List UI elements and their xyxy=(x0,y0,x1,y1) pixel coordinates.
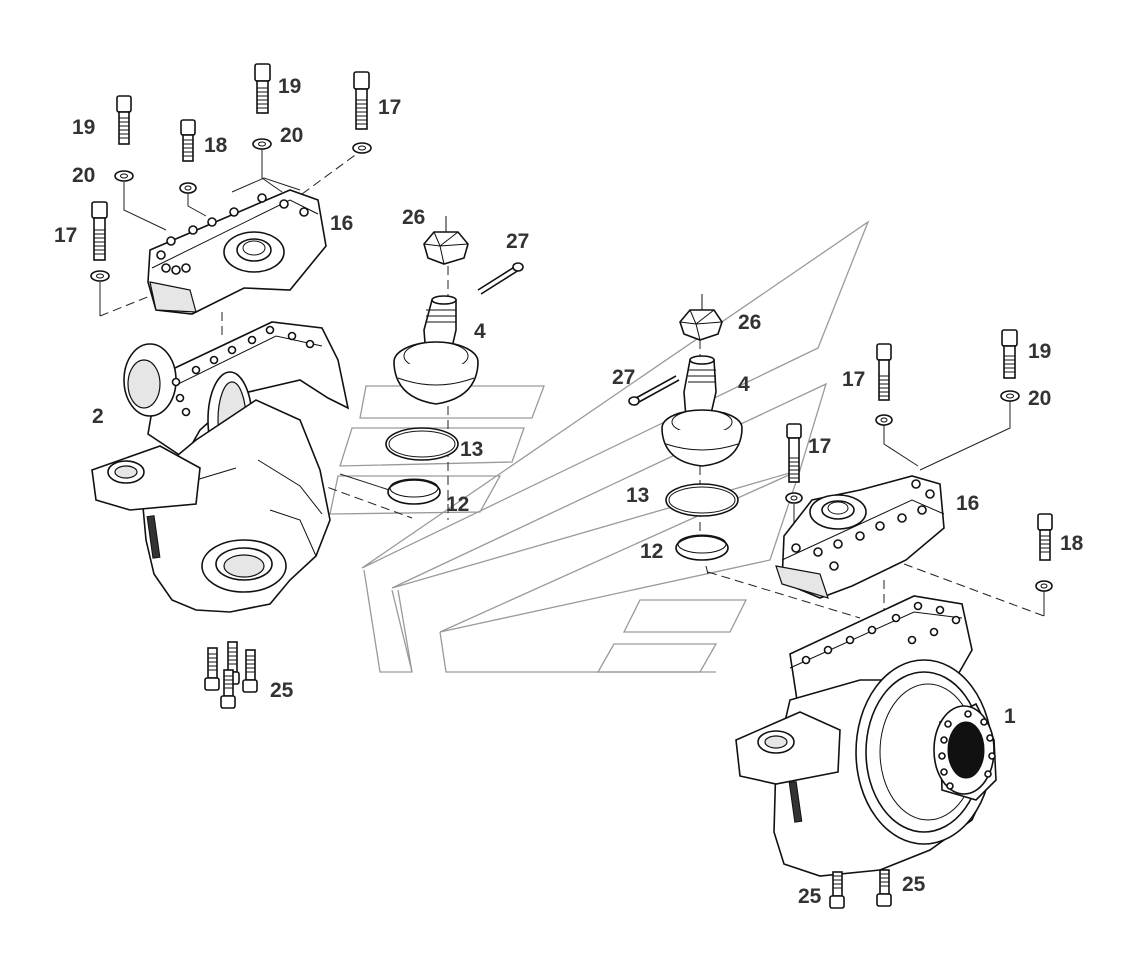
callout-17-mid: 17 xyxy=(808,435,831,458)
callout-12-left: 12 xyxy=(446,493,469,516)
bolt-19-right xyxy=(1001,329,1018,379)
callout-26-left: 26 xyxy=(402,206,425,229)
studs-25-right xyxy=(829,869,892,909)
callout-19-left: 19 xyxy=(72,116,95,139)
ball-joint-4-right xyxy=(661,355,743,467)
callout-27-left: 27 xyxy=(506,230,529,253)
hub-bolt-holes xyxy=(938,710,996,790)
callout-20-right: 20 xyxy=(1028,387,1051,410)
callout-26-right: 26 xyxy=(738,311,761,334)
callout-13-left: 13 xyxy=(460,438,483,461)
left-bolt-cluster xyxy=(90,63,372,282)
callout-2: 2 xyxy=(92,405,104,428)
cotter-pin-27-right xyxy=(628,375,680,406)
callout-20-left: 20 xyxy=(72,164,95,187)
bolt-18-left xyxy=(180,119,196,162)
callout-4-right: 4 xyxy=(738,373,750,396)
callout-19-right: 19 xyxy=(1028,340,1051,363)
callout-4-left: 4 xyxy=(474,320,486,343)
ball-joint-stack-left xyxy=(385,216,524,505)
o-ring-13-left xyxy=(385,427,459,461)
callout-1: 1 xyxy=(1004,705,1016,728)
callout-16-left: 16 xyxy=(330,212,353,235)
watermark-logo xyxy=(329,220,870,673)
callout-27-right: 27 xyxy=(612,366,635,389)
steering-knuckle-1 xyxy=(735,595,997,877)
callout-labels: 19 17 19 20 18 20 16 17 26 27 4 2 13 12 … xyxy=(54,75,1084,908)
cotter-pin-27-left xyxy=(477,262,524,295)
bolt-17-left xyxy=(91,201,108,261)
washer-20-right xyxy=(1000,390,1020,402)
cover-plate-16-right xyxy=(775,475,945,599)
bolt-19-left xyxy=(116,95,132,145)
callout-18-left: 18 xyxy=(204,134,228,157)
bolt-17-top xyxy=(353,71,370,130)
studs-25-left xyxy=(204,641,258,709)
cover-plate-16-left xyxy=(147,189,327,315)
callout-13-right: 13 xyxy=(626,484,649,507)
o-ring-13-right xyxy=(665,483,739,517)
callout-16-right: 16 xyxy=(956,492,979,515)
castle-nut-26-right xyxy=(679,294,723,341)
washer-20-left xyxy=(114,170,134,182)
washer-20-top xyxy=(252,138,272,150)
callout-17-top: 17 xyxy=(378,96,401,119)
bolt-19-top xyxy=(254,63,271,114)
callout-25-right-b: 25 xyxy=(902,873,926,896)
bolt-17-mid xyxy=(786,423,802,483)
seal-12-right xyxy=(675,535,729,561)
knuckle-holes-left xyxy=(171,325,315,417)
ball-joint-4-left xyxy=(393,295,479,405)
callout-25-left: 25 xyxy=(270,679,294,702)
callout-19-top: 19 xyxy=(278,75,301,98)
plate-holes-left xyxy=(156,193,309,275)
bolt-18-right xyxy=(1037,513,1053,561)
callout-17-left: 17 xyxy=(54,224,77,247)
callout-25-right-a: 25 xyxy=(798,885,822,908)
plate-holes-right xyxy=(791,479,935,571)
castle-nut-26-left xyxy=(423,216,469,265)
knuckle-holes-right xyxy=(801,601,961,665)
callout-12-right: 12 xyxy=(640,540,663,563)
callout-17-right: 17 xyxy=(842,368,865,391)
callout-20-top: 20 xyxy=(280,124,303,147)
right-bolt-cluster xyxy=(785,329,1053,592)
ball-joint-stack-right xyxy=(628,294,743,561)
bolt-17-right xyxy=(876,343,892,401)
steering-knuckle-2 xyxy=(91,321,350,613)
callout-18-right: 18 xyxy=(1060,532,1084,555)
seal-12-left xyxy=(387,479,441,505)
